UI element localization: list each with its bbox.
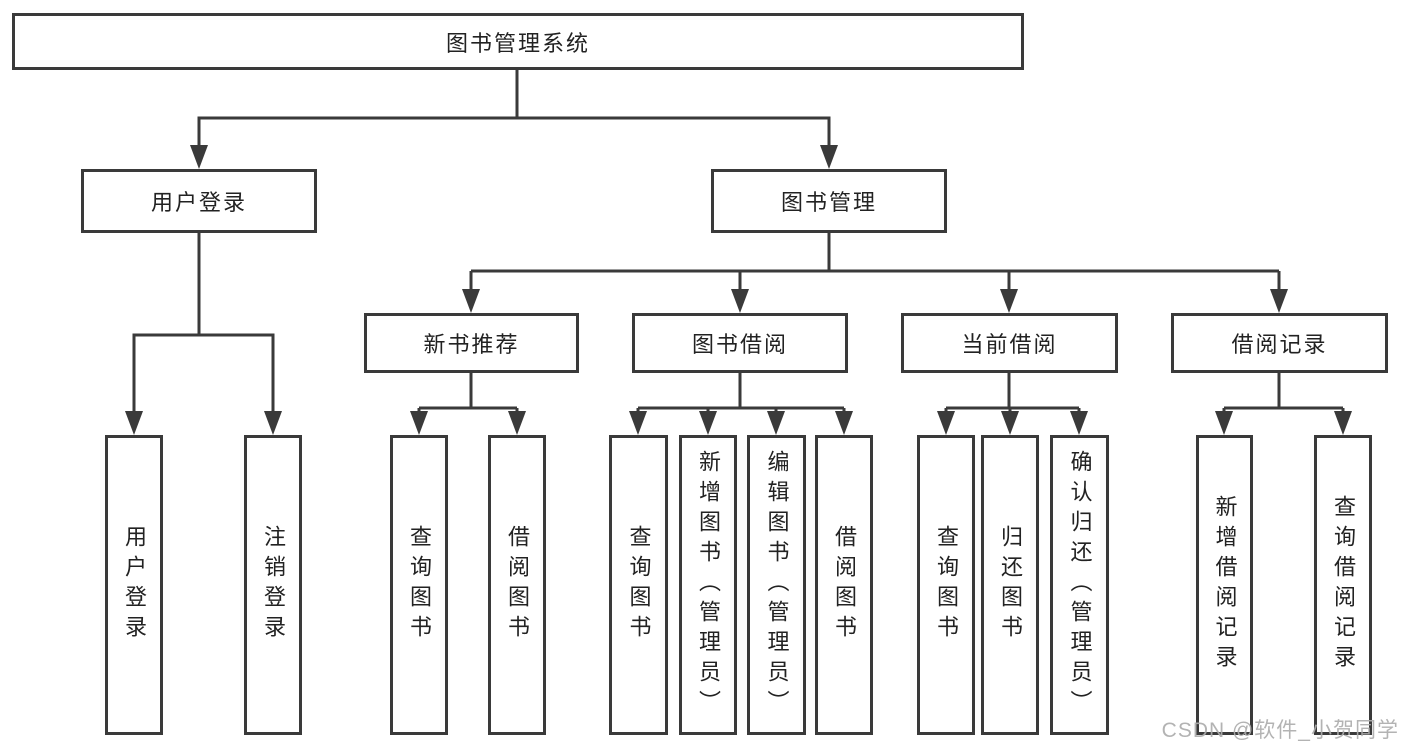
node-leaf-logout-label: 注销登录 <box>261 525 286 645</box>
node-leaf-user-login: 用户登录 <box>105 435 163 735</box>
arrowhead-query-borrow-record <box>1334 411 1352 435</box>
node-leaf-borrow-books-1-label: 借阅图书 <box>505 525 530 645</box>
arrowhead-user-login <box>190 145 208 169</box>
node-leaf-return-books: 归还图书 <box>981 435 1039 735</box>
arrowhead-add-borrow-record <box>1215 411 1233 435</box>
arrowhead-login-leaf <box>125 411 143 435</box>
node-leaf-query-borrow-record-label: 查询借阅记录 <box>1331 495 1356 675</box>
node-current-borrowing-label: 当前借阅 <box>961 332 1058 357</box>
node-leaf-add-borrow-record: 新增借阅记录 <box>1196 435 1253 735</box>
node-leaf-borrow-books-2: 借阅图书 <box>815 435 873 735</box>
node-book-management-label: 图书管理 <box>780 190 877 215</box>
arrowhead-borrow-books-1 <box>508 411 526 435</box>
arrowhead-logout-leaf <box>264 411 282 435</box>
arrowhead-query-books-2 <box>629 411 647 435</box>
arrowhead-return-books <box>1001 411 1019 435</box>
node-new-book-recommend: 新书推荐 <box>364 313 579 373</box>
arrowhead-borrow-books-2 <box>835 411 853 435</box>
edge-borrowing-records-group <box>1222 373 1345 418</box>
node-leaf-return-books-label: 归还图书 <box>998 525 1023 645</box>
node-leaf-user-login-label: 用户登录 <box>122 525 147 645</box>
node-leaf-confirm-return-admin-label: 确认归还（管理员） <box>1067 450 1093 720</box>
arrowhead-borrowing-records <box>1270 289 1288 313</box>
edge-root-to-book-management <box>517 116 831 150</box>
node-borrowing-records: 借阅记录 <box>1171 313 1388 373</box>
node-user-login-label: 用户登录 <box>150 190 247 215</box>
arrowhead-confirm-return-admin <box>1070 411 1088 435</box>
node-user-login: 用户登录 <box>81 169 317 233</box>
node-leaf-query-books-2: 查询图书 <box>609 435 668 735</box>
edge-user-login-to-login-leaf <box>132 233 201 418</box>
edge-root-to-user-login <box>197 68 519 150</box>
arrowhead-book-borrowing <box>731 289 749 313</box>
node-leaf-edit-book-admin: 编辑图书（管理员） <box>747 435 806 735</box>
node-leaf-confirm-return-admin: 确认归还（管理员） <box>1050 435 1109 735</box>
node-leaf-logout: 注销登录 <box>244 435 302 735</box>
node-leaf-borrow-books-1: 借阅图书 <box>488 435 546 735</box>
node-leaf-query-books-3-label: 查询图书 <box>934 525 959 645</box>
arrowhead-current-borrowing <box>1000 289 1018 313</box>
node-leaf-add-book-admin: 新增图书（管理员） <box>679 435 737 735</box>
node-book-borrowing-label: 图书借阅 <box>691 332 788 357</box>
node-leaf-query-books-1-label: 查询图书 <box>407 525 432 645</box>
node-leaf-borrow-books-2-label: 借阅图书 <box>832 525 857 645</box>
edge-new-book-recommend-group <box>417 373 519 418</box>
node-borrowing-records-label: 借阅记录 <box>1231 332 1328 357</box>
node-book-borrowing: 图书借阅 <box>632 313 848 373</box>
node-leaf-query-books-1: 查询图书 <box>390 435 448 735</box>
arrowhead-add-book-admin <box>699 411 717 435</box>
edge-book-borrowing-group <box>636 373 846 418</box>
arrowhead-new-book-recommend <box>462 289 480 313</box>
edge-current-borrowing-group <box>944 373 1081 418</box>
arrowhead-query-books-3 <box>937 411 955 435</box>
node-book-management: 图书管理 <box>711 169 947 233</box>
arrowhead-edit-book-admin <box>767 411 785 435</box>
node-leaf-add-borrow-record-label: 新增借阅记录 <box>1212 495 1238 675</box>
node-root: 图书管理系统 <box>12 13 1024 70</box>
node-leaf-query-borrow-record: 查询借阅记录 <box>1314 435 1372 735</box>
node-leaf-edit-book-admin-label: 编辑图书（管理员） <box>764 450 790 720</box>
node-leaf-query-books-2-label: 查询图书 <box>626 525 652 645</box>
node-leaf-query-books-3: 查询图书 <box>917 435 975 735</box>
arrowhead-query-books-1 <box>410 411 428 435</box>
node-new-book-recommend-label: 新书推荐 <box>423 332 520 357</box>
csdn-watermark: CSDN @软件_小贺同学 <box>1161 719 1399 742</box>
arrowhead-book-management <box>820 145 838 169</box>
node-current-borrowing: 当前借阅 <box>901 313 1118 373</box>
node-root-label: 图书管理系统 <box>445 30 590 56</box>
edge-user-login-to-logout-leaf <box>199 333 275 418</box>
node-leaf-add-book-admin-label: 新增图书（管理员） <box>696 450 721 720</box>
